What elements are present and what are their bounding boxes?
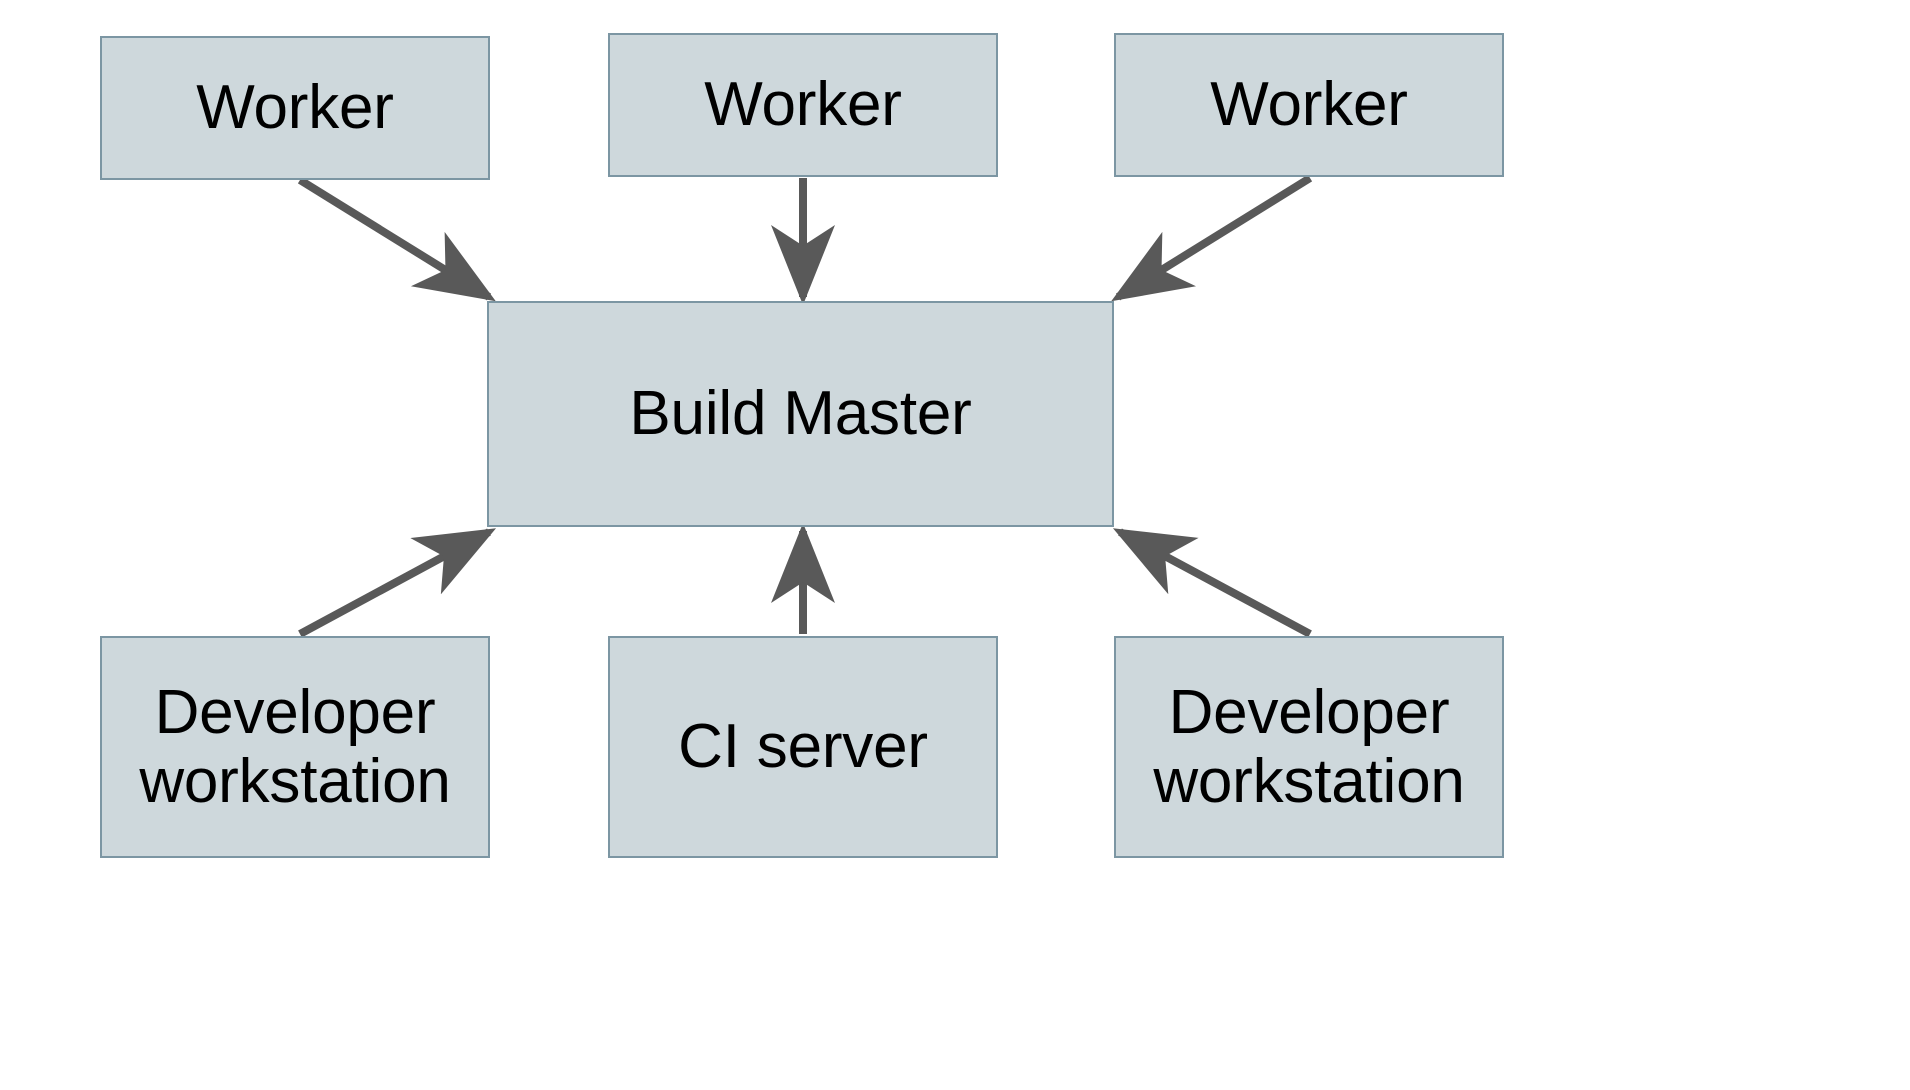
- node-ci-server[interactable]: CI server: [608, 636, 998, 858]
- edge-worker-right-to-build-master: [1111, 174, 1313, 302]
- node-label: Developer workstation: [139, 677, 451, 816]
- node-worker-left[interactable]: Worker: [100, 36, 490, 180]
- edge-dev-left-to-build-master: [298, 528, 497, 638]
- node-label: Worker: [196, 73, 394, 143]
- node-label: CI server: [678, 712, 928, 782]
- node-developer-workstation-right[interactable]: Developer workstation: [1114, 636, 1504, 858]
- node-worker-right[interactable]: Worker: [1114, 33, 1504, 177]
- node-label: Worker: [1210, 70, 1408, 140]
- edge-dev-right-to-build-master: [1112, 528, 1312, 638]
- node-worker-mid[interactable]: Worker: [608, 33, 998, 177]
- node-build-master[interactable]: Build Master: [487, 301, 1114, 527]
- node-label: Worker: [704, 70, 902, 140]
- edge-worker-left-to-build-master: [297, 176, 496, 302]
- node-label: Build Master: [629, 379, 972, 449]
- node-developer-workstation-left[interactable]: Developer workstation: [100, 636, 490, 858]
- node-label: Developer workstation: [1153, 677, 1465, 816]
